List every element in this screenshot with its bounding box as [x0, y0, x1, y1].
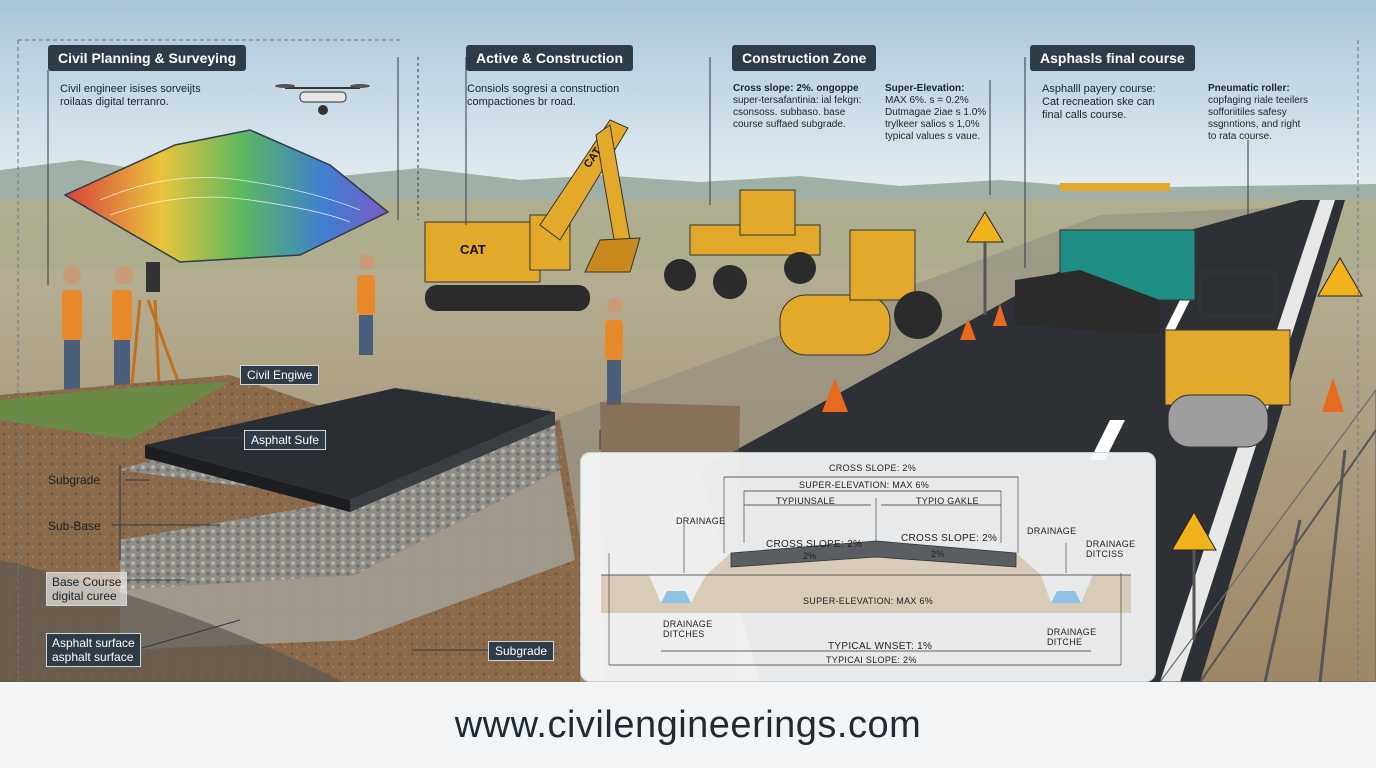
zone-description-super-elevation: Super-Elevation: MAX 6%. s = 0.2% Dutmag… — [885, 83, 987, 142]
label-subgrade-bottom: Subgrade — [488, 641, 555, 661]
label-civil-engine: Civil Engiwe — [240, 365, 320, 385]
dim-typical-slope: TYPICAI SLOPE: 2% — [826, 655, 917, 665]
cross-section-drawing — [601, 476, 1131, 666]
final-description: Asphalll payery course: Cat recneation s… — [1042, 83, 1156, 121]
dim-typical-right: TYPIO GAKLE — [916, 496, 979, 506]
motor-grader — [664, 189, 821, 299]
dim-typical-inset: TYPICAL WNSET: 1% — [828, 641, 933, 652]
pneumatic-roller-description: Pneumatic roller: copfaging riale teeile… — [1208, 83, 1309, 142]
label-cross-slope-right: CROSS SLOPE: 2% — [901, 533, 998, 544]
label-subgrade-left: Subgrade — [48, 473, 101, 487]
section-title-zone: Construction Zone — [732, 45, 877, 71]
footer-url[interactable]: www.civilengineerings.com — [454, 704, 922, 746]
planning-description: Civil engineer isises sorveijts roilaas … — [60, 83, 201, 108]
dim-cross-slope-top: CROSS SLOPE: 2% — [829, 463, 917, 473]
excavator — [424, 119, 641, 311]
label-cross-slope-left: CROSS SLOPE: 2% — [766, 539, 863, 550]
front-roller — [779, 229, 942, 356]
label-drainage-left: DRAINAGE — [676, 516, 726, 526]
drone-icon — [275, 84, 370, 115]
label-pct-left: 2% — [803, 551, 817, 561]
rear-roller — [1164, 270, 1291, 448]
excavator-brand: CAT — [460, 242, 486, 257]
dim-typical-left: TYPIUNSALE — [776, 496, 836, 506]
label-ditch-left: DRAINAGE DITCHES — [663, 619, 713, 639]
cross-section-diagram: CROSS SLOPE: 2% SUPER-ELEVATION: MAX 6% … — [580, 452, 1156, 682]
label-drainage-right: DRAINAGE — [1027, 526, 1077, 536]
label-base-course: Base Course digital curee — [46, 572, 128, 606]
label-super-elevation-mid: SUPER-ELEVATION: MAX 6% — [803, 596, 934, 606]
label-asphalt-surface: Asphalt surface asphalt surface — [46, 633, 141, 667]
zone-description-cross-slope: Cross slope: 2%. ongoppe super-tersafant… — [733, 83, 862, 130]
label-ditch-right: DRAINAGE DITCHE — [1047, 627, 1097, 647]
label-sub-base: Sub-Base — [48, 519, 101, 533]
label-drainage-ditch-right: DRAINAGE DITCISS — [1086, 539, 1136, 559]
section-title-final: Asphasls final course — [1030, 45, 1195, 71]
active-description: Consiols sogresi a construction compacti… — [467, 83, 620, 108]
asphalt-paver — [1015, 183, 1196, 335]
label-asphalt-sufe: Asphalt Sufe — [244, 430, 327, 450]
label-pct-right: 2% — [931, 549, 945, 559]
section-title-active: Active & Construction — [466, 45, 634, 71]
warning-sign-icon — [966, 211, 1363, 640]
footer — [0, 682, 1376, 768]
dim-super-elevation-top: SUPER-ELEVATION: MAX 6% — [799, 480, 930, 490]
traffic-cone-icon — [822, 304, 1344, 412]
section-title-planning: Civil Planning & Surveying — [48, 45, 247, 71]
